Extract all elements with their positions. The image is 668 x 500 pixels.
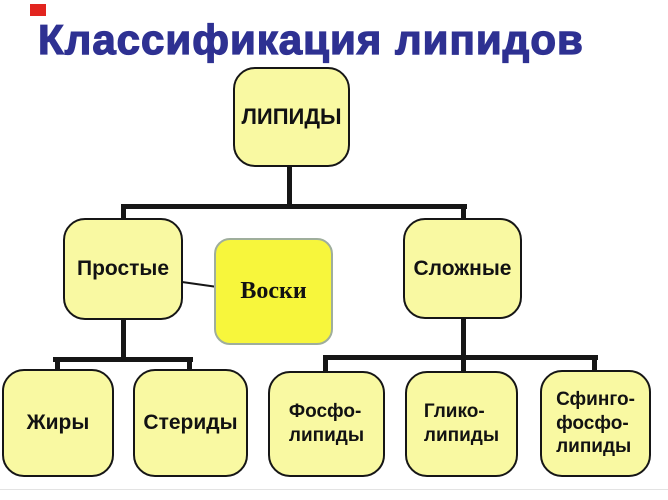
node-sterids-label: Стериды — [143, 411, 238, 434]
connector-level1-horizontal — [121, 204, 467, 209]
node-lipids: ЛИПИДЫ — [233, 67, 350, 167]
connector-sterids-stub — [187, 357, 192, 370]
connector-complex-top — [461, 204, 466, 219]
label-line: Фосфо- — [288, 401, 362, 423]
node-sterids: Стериды — [133, 369, 248, 477]
node-fats: Жиры — [2, 369, 114, 477]
node-sphingophospholipids-label: Сфинго- фосфо- липиды — [556, 388, 635, 459]
connector-wax-diagonal — [181, 281, 216, 288]
label-line: липиды — [423, 425, 500, 446]
connector-sphingo-stub — [592, 355, 597, 371]
node-glycolipids: Глико- липиды — [405, 371, 518, 477]
node-lipids-label: ЛИПИДЫ — [241, 104, 342, 129]
label-line: липиды — [556, 436, 632, 458]
connector-left-horizontal — [53, 357, 193, 362]
node-fats-label: Жиры — [26, 411, 90, 434]
node-simple-lipids: Простые — [63, 218, 183, 320]
connector-complex-bottom — [461, 318, 466, 372]
slide-bottom-rule — [0, 489, 668, 490]
label-line: Сфинго- — [556, 388, 635, 410]
node-phospholipids: Фосфо- липиды — [268, 371, 385, 477]
label-line: фосфо- — [556, 412, 629, 434]
connector-simple-top — [121, 204, 126, 219]
connector-root-vertical — [287, 166, 292, 206]
connector-fats-stub — [55, 357, 60, 370]
slide-title: Классификация липидов — [37, 15, 584, 63]
node-glycolipids-label: Глико- липиды — [424, 400, 499, 448]
connector-phospho-stub — [323, 355, 328, 372]
node-simple-label: Простые — [76, 257, 170, 280]
label-line: Глико- — [423, 401, 485, 423]
connector-simple-bottom — [121, 319, 126, 360]
node-sphingophospholipids: Сфинго- фосфо- липиды — [540, 370, 651, 477]
red-corner-mark — [30, 4, 46, 16]
label-line: липиды — [288, 425, 365, 446]
node-waxes-label: Воски — [240, 278, 307, 304]
node-complex-label: Сложные — [413, 256, 512, 280]
connector-right-horizontal — [323, 355, 598, 360]
node-waxes: Воски — [214, 238, 333, 345]
node-phospholipids-label: Фосфо- липиды — [289, 400, 364, 448]
node-complex-lipids: Сложные — [403, 218, 522, 319]
